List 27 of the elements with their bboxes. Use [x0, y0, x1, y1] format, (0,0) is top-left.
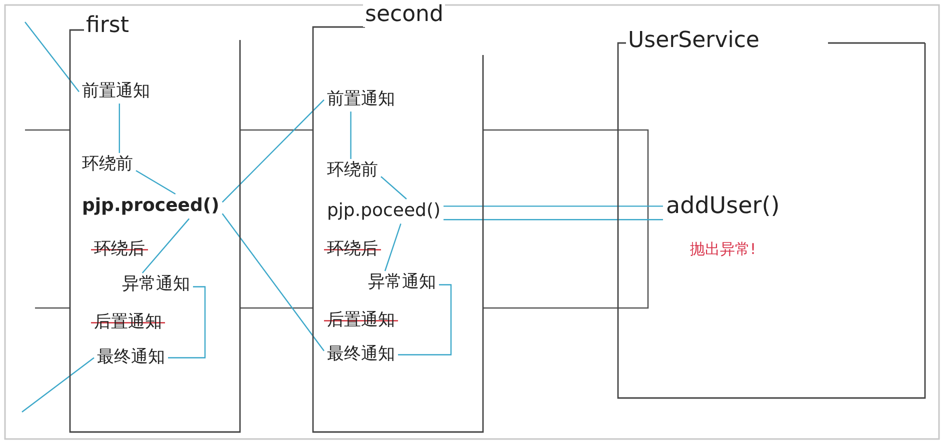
step-text: 最终通知: [97, 348, 165, 368]
step-text: 环绕前: [327, 161, 378, 181]
connector-line: [380, 176, 407, 200]
connector-line: [142, 218, 190, 274]
step-text: 最终通知: [327, 345, 395, 365]
connector-line: [398, 284, 452, 356]
connector-line: [384, 224, 402, 272]
connector-line: [350, 112, 352, 159]
connector-line: [444, 206, 663, 207]
error-note: 抛出异常!: [690, 241, 756, 258]
connector-line: [444, 219, 663, 220]
step-text: 环绕前: [82, 155, 133, 175]
method-text: addUser(): [666, 193, 780, 220]
step-text: 异常通知: [122, 275, 190, 295]
step-text: pjp.proceed(): [82, 196, 220, 217]
connector-line: [22, 357, 94, 412]
connector-line: [118, 104, 120, 153]
box-title: second: [363, 3, 446, 28]
connector-line: [24, 22, 80, 92]
connector-line: [136, 170, 176, 195]
step-text: pjp.poceed(): [327, 201, 441, 222]
connector-line: [222, 99, 324, 203]
connector-line: [168, 286, 206, 358]
step-text: 前置通知: [327, 90, 395, 110]
step-text: 异常通知: [368, 273, 436, 293]
step-text: 前置通知: [82, 82, 150, 102]
connector-line: [222, 213, 324, 352]
